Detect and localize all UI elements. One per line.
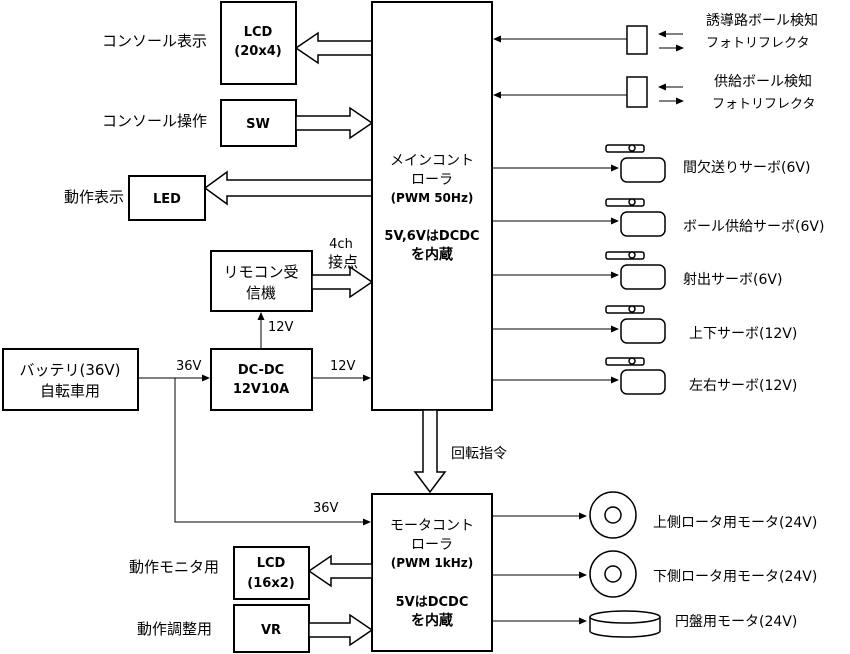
photo-reflector-2: [626, 76, 648, 108]
arrow-vr-to-motorctl: [308, 613, 374, 647]
battery-line2: 自転車用: [40, 382, 100, 400]
main-line3: (PWM 50Hz): [391, 191, 474, 205]
vr-block: VR: [233, 604, 310, 653]
servo-3: 射出サーボ(6V): [492, 251, 782, 290]
servo-2-label: ボール供給サーボ(6V): [683, 219, 824, 235]
servo-1: 間欠送りサーボ(6V): [492, 144, 810, 183]
servo-1-label: 間欠送りサーボ(6V): [683, 160, 810, 176]
arrow-remote-to-main: [311, 265, 374, 299]
servo-3-label: 射出サーボ(6V): [683, 272, 782, 288]
contact-label: 接点: [328, 253, 358, 271]
lcd-16x2-line2: (16x2): [247, 576, 294, 591]
sw-label: SW: [246, 117, 270, 132]
lcd-16x2-line1: LCD: [257, 556, 286, 571]
servo-5: 左右サーボ(12V): [492, 357, 797, 395]
operation-adjust-label: 動作調整用: [137, 620, 212, 638]
photo-reflector-1: [626, 25, 648, 55]
motor-controller-block: モータコント ローラ (PWM 1kHz) 5VはDCDC を内蔵: [371, 493, 493, 652]
sensor-1-line2: フォトリフレクタ: [706, 36, 809, 51]
motor-line2: ローラ: [411, 537, 453, 553]
v36-b-label: 36V: [313, 501, 339, 516]
remote-line2: 信機: [246, 284, 276, 302]
motor-upper: 上側ロータ用モータ(24V): [492, 491, 817, 539]
motor-lower-label: 下側ロータ用モータ(24V): [653, 569, 817, 585]
main-line5: を内蔵: [411, 246, 453, 263]
motor-line1: モータコント: [390, 518, 474, 534]
line-battery-to-motorctl: [174, 378, 371, 526]
battery-block: バッテリ(36V) 自転車用: [2, 348, 139, 411]
led-block: LED: [128, 175, 206, 221]
arrow-main-to-lcd20: [294, 31, 373, 65]
main-line1: メインコント: [390, 153, 474, 169]
lcd-20x4-line2: (20x4): [234, 44, 281, 59]
lcd-20x4-line1: LCD: [244, 25, 273, 40]
motor-line5: を内蔵: [411, 612, 453, 629]
arrow-main-to-led: [203, 170, 373, 206]
arrow-sw-to-main: [295, 106, 374, 140]
console-operation-label: コンソール操作: [102, 112, 207, 130]
vr-label: VR: [261, 623, 281, 638]
servo-2: ボール供給サーボ(6V): [492, 198, 824, 237]
operation-monitor-label: 動作モニタ用: [129, 558, 219, 576]
motor-upper-label: 上側ロータ用モータ(24V): [653, 515, 817, 531]
remote-line1: リモコン受: [223, 263, 298, 281]
console-display-label: コンソール表示: [102, 32, 207, 50]
rotation-command-label: 回転指令: [451, 446, 507, 462]
motor-line3: (PWM 1kHz): [391, 556, 473, 570]
motor-disk: 円盤用モータ(24V): [492, 610, 797, 638]
servo-4: 上下サーボ(12V): [492, 305, 797, 344]
servo-5-label: 左右サーボ(12V): [689, 378, 797, 394]
arrow-motorctl-to-lcd16: [307, 554, 373, 588]
sw-block: SW: [220, 99, 297, 147]
sensor-2-line1: 供給ボール検知: [714, 73, 812, 90]
lcd-16x2-block: LCD (16x2): [233, 546, 310, 600]
arrow-main-to-motorctl: [413, 409, 447, 494]
main-line2: ローラ: [411, 172, 453, 188]
v12-up-label: 12V: [268, 320, 294, 335]
servo-4-label: 上下サーボ(12V): [689, 326, 797, 342]
operation-display-label: 動作表示: [64, 188, 124, 206]
lcd-20x4-block: LCD (20x4): [220, 1, 297, 85]
remote-receiver-block: リモコン受 信機: [210, 250, 313, 312]
v36-a-label: 36V: [176, 359, 202, 374]
sensor-2-line2: フォトリフレクタ: [712, 97, 815, 112]
dcdc-line2: 12V10A: [233, 382, 289, 397]
dcdc-block: DC-DC 12V10A: [210, 348, 313, 411]
battery-line1: バッテリ(36V): [19, 361, 120, 379]
motor-line4: 5VはDCDC: [396, 595, 469, 610]
ch4-label: 4ch: [329, 237, 353, 252]
v12-b-label: 12V: [330, 359, 356, 374]
main-controller-block: メインコント ローラ (PWM 50Hz) 5V,6VはDCDC を内蔵: [371, 1, 493, 411]
motor-disk-label: 円盤用モータ(24V): [675, 614, 797, 630]
motor-lower: 下側ロータ用モータ(24V): [492, 550, 817, 598]
sensor-1-line1: 誘導路ボール検知: [706, 12, 818, 29]
main-line4: 5V,6VはDCDC: [384, 229, 479, 244]
led-label: LED: [153, 192, 181, 207]
dcdc-line1: DC-DC: [238, 363, 284, 378]
